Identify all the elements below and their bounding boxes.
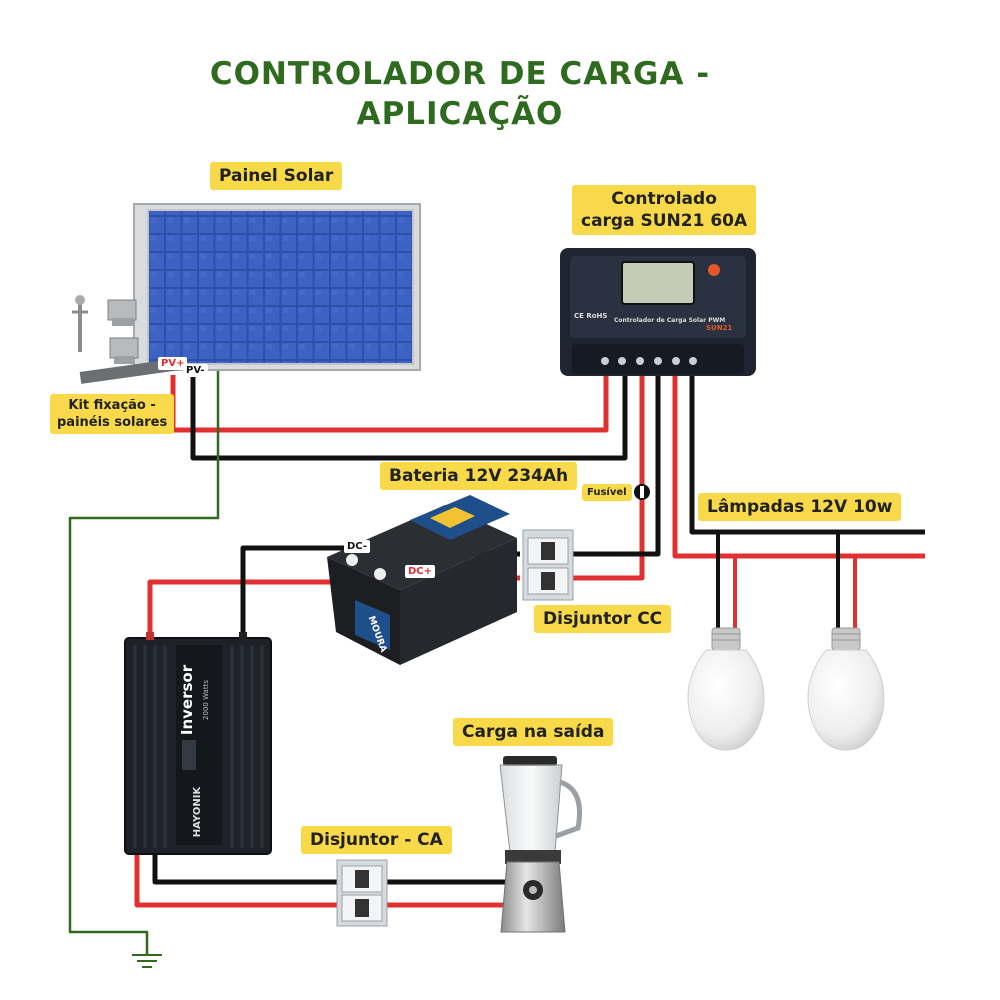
battery: [327, 495, 517, 665]
terminal-pv-minus: PV-: [183, 364, 208, 377]
controller-brand: SUN21: [706, 324, 732, 332]
wire-ground: [68, 370, 220, 955]
wire-battery-negative: [570, 368, 661, 557]
terminal-dc-minus: DC-: [344, 540, 371, 553]
label-fuse: Fusível: [582, 484, 632, 501]
wire-ac-line1: [152, 853, 515, 885]
label-output-load: Carga na saída: [453, 718, 614, 746]
wire-pv-positive: [170, 368, 609, 433]
label-lamps: Lâmpadas 12V 10w: [698, 493, 902, 521]
label-mount-kit-line2: painéis solares: [57, 415, 168, 430]
label-controller-line1: Controlado: [611, 189, 717, 209]
page-title: CONTROLADOR DE CARGA - APLICAÇÃO: [0, 56, 920, 132]
title-line-1: CONTROLADOR DE CARGA -: [209, 56, 711, 92]
label-battery: Bateria 12V 234Ah: [380, 462, 578, 490]
label-dc-breaker: Disjuntor CC: [534, 605, 672, 633]
lamp-2-icon: [807, 627, 885, 751]
title-line-2: APLICAÇÃO: [356, 96, 564, 132]
charge-controller: [560, 248, 756, 376]
terminal-pv-plus: PV+: [158, 357, 188, 370]
controller-model-text: Controlador de Carga Solar PWM: [614, 317, 725, 324]
wire-battery-positive: [570, 368, 645, 581]
wire-pv-negative: [190, 368, 628, 461]
inverter-power: 2000 Watts: [202, 680, 210, 720]
ground-symbol-icon: [132, 954, 162, 968]
label-solar-panel: Painel Solar: [210, 162, 343, 190]
wire-load-negative: [689, 368, 925, 535]
lamp-1-icon: [687, 627, 765, 751]
controller-certification-marks: CE RoHS: [574, 312, 607, 320]
wire-ac-line2: [134, 853, 515, 908]
inverter: [124, 632, 272, 855]
mounting-kit-icon: [72, 295, 181, 384]
label-controller: Controlado carga SUN21 60A: [572, 185, 757, 235]
label-mount-kit: Kit fixação - painéis solares: [50, 394, 175, 434]
label-ac-breaker: Disjuntor - CA: [301, 826, 452, 854]
ac-breaker: [336, 859, 388, 927]
dc-breaker: [522, 529, 574, 601]
fuse-icon: [634, 484, 650, 500]
wire-inverter-negative: [240, 545, 352, 632]
solar-panel: [133, 203, 421, 371]
blender-icon: [499, 756, 582, 933]
label-controller-line2: carga SUN21 60A: [581, 211, 748, 231]
wire-load-positive: [672, 368, 925, 559]
inverter-name: Inversor: [178, 664, 196, 735]
label-mount-kit-line1: Kit fixação -: [68, 398, 156, 413]
terminal-dc-plus: DC+: [405, 565, 436, 578]
inverter-brand: HAYONIK: [192, 786, 203, 838]
